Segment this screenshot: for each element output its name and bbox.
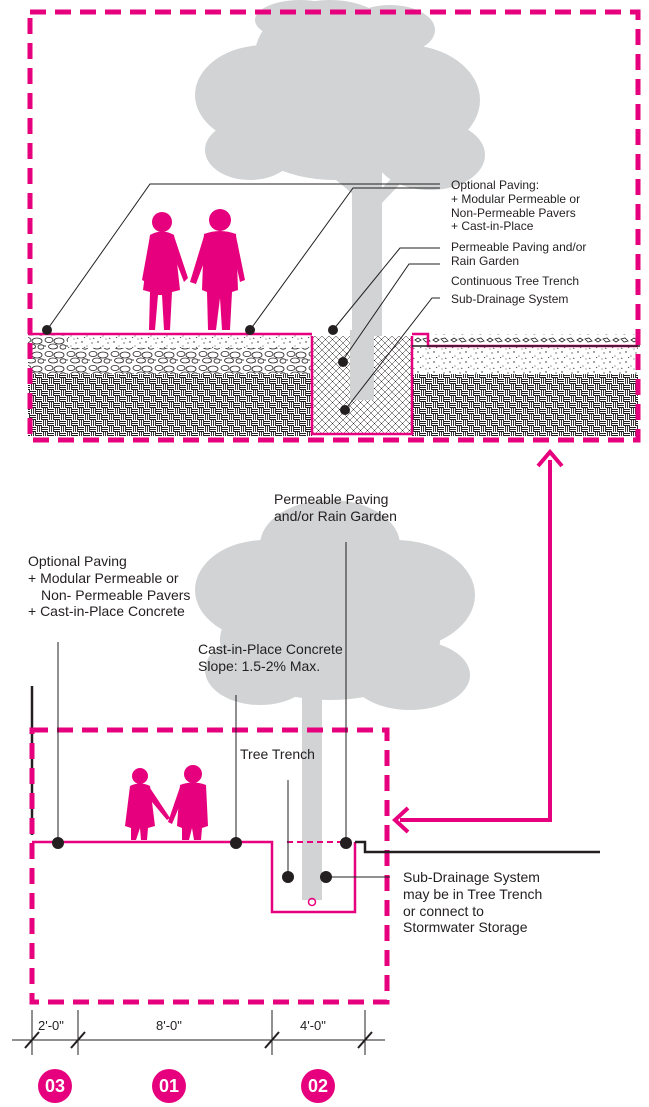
- top-callout-permeable-paving: Permeable Paving and/or Rain Garden: [451, 240, 587, 269]
- bottom-callout-permeable-paving: Permeable Paving and/or Rain Garden: [274, 491, 397, 525]
- top-callout-optional-paving: Optional Paving: + Modular Permeable or …: [451, 178, 581, 234]
- top-callout-optional-paving-line-3: Non-Permeable Pavers: [451, 205, 576, 220]
- dimension-line: [12, 1010, 385, 1055]
- bottom-callout-permeable-paving-line-2: and/or Rain Garden: [274, 507, 397, 524]
- top-section: [27, 0, 641, 443]
- dimension-zone-02: 4'-0": [300, 1018, 326, 1033]
- bottom-section: [12, 500, 600, 1055]
- zone-badge-01: 01: [152, 1069, 186, 1103]
- top-right-rocks: [412, 334, 638, 344]
- bottom-callout-cast-in-place: Cast-in-Place Concrete Slope: 1.5-2% Max…: [198, 641, 343, 675]
- top-paving-layer: [28, 334, 312, 348]
- dimension-zone-01: 8'-0": [156, 1018, 182, 1033]
- top-tree-trunk: [350, 330, 374, 400]
- bottom-callout-optional-paving: Optional Paving + Modular Permeable or N…: [28, 553, 190, 620]
- top-edge-cobbles: [28, 334, 68, 348]
- section-connector-arrow: [392, 448, 564, 834]
- top-right-soil: [412, 374, 638, 436]
- top-callout-sub-drainage: Sub-Drainage System: [451, 292, 569, 306]
- bottom-callout-optional-paving-line-3: Non- Permeable Pavers: [41, 586, 191, 603]
- top-right-paving: [412, 344, 638, 374]
- bottom-callout-sub-drainage-line-1: Sub-Drainage System: [403, 869, 540, 885]
- top-callout-optional-paving-line-4: + Cast-in-Place: [451, 219, 534, 234]
- top-callout-optional-paving-line-1: Optional Paving:: [451, 178, 540, 192]
- top-callout-tree-trench: Continuous Tree Trench: [451, 274, 580, 288]
- bottom-callout-sub-drainage-line-3: or connect to: [403, 902, 484, 919]
- top-soil-layer: [28, 374, 312, 436]
- zone-badge-02: 02: [301, 1069, 335, 1103]
- bottom-callout-sub-drainage-line-4: Stormwater Storage: [403, 919, 528, 936]
- zone-badge-03: 03: [38, 1069, 72, 1103]
- bottom-frame: [29, 727, 390, 1005]
- bottom-callout-cast-in-place-line-2: Slope: 1.5-2% Max.: [198, 657, 321, 674]
- bottom-callout-tree-trench: Tree Trench: [240, 746, 315, 762]
- bottom-callout-sub-drainage: Sub-Drainage System may be in Tree Trenc…: [403, 869, 542, 936]
- tree-silhouette-top: [195, 0, 485, 375]
- bottom-callout-optional-paving-line-1: Optional Paving: [28, 553, 127, 569]
- top-frame: [27, 9, 641, 443]
- tree-silhouette-bottom: [195, 500, 475, 900]
- bottom-callout-optional-paving-line-4: + Cast-in-Place Concrete: [28, 603, 185, 620]
- dimension-zone-03: 2'-0": [38, 1018, 64, 1033]
- bottom-callout-cast-in-place-line-1: Cast-in-Place Concrete: [198, 641, 343, 657]
- people-silhouette-top: [142, 209, 245, 330]
- bottom-callout-permeable-paving-line-1: Permeable Paving: [274, 491, 389, 507]
- top-gravel-layer: [28, 348, 312, 374]
- top-callout-permeable-paving-line-2: Rain Garden: [451, 253, 520, 268]
- bottom-callout-sub-drainage-line-2: may be in Tree Trench: [403, 885, 543, 902]
- top-callout-permeable-paving-line-1: Permeable Paving and/or: [451, 240, 587, 254]
- people-silhouette-bottom: [125, 765, 208, 840]
- bottom-callout-optional-paving-line-2: + Modular Permeable or: [28, 569, 179, 586]
- top-callout-optional-paving-line-2: + Modular Permeable or: [451, 191, 581, 206]
